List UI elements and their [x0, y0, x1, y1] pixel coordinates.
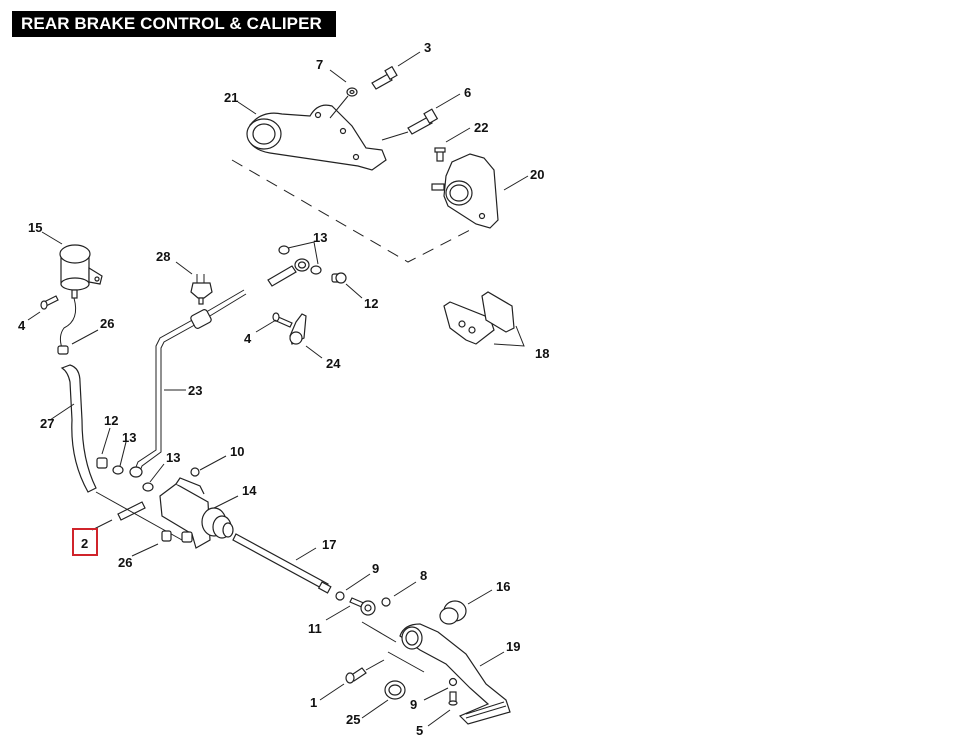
hose-clamp-26-upper[interactable]	[57, 345, 69, 355]
brake-pads-18[interactable]	[443, 291, 515, 345]
label-27[interactable]: 27	[40, 416, 54, 431]
label-16[interactable]: 16	[496, 579, 510, 594]
label-5[interactable]: 5	[416, 723, 423, 738]
label-14[interactable]: 14	[242, 483, 257, 498]
label-6[interactable]: 6	[464, 85, 471, 100]
label-18[interactable]: 18	[535, 346, 549, 361]
label-19[interactable]: 19	[506, 639, 520, 654]
caliper-bracket-21[interactable]	[246, 104, 387, 171]
label-15[interactable]: 15	[28, 220, 42, 235]
clevis-11[interactable]	[349, 597, 376, 616]
brake-light-switch-28[interactable]	[190, 274, 213, 305]
washer-7[interactable]	[346, 87, 358, 97]
hose-clamp-26-lower[interactable]	[161, 530, 172, 542]
seal-25[interactable]	[384, 680, 406, 700]
label-9-lower[interactable]: 9	[410, 697, 417, 712]
label-13-lower-b[interactable]: 13	[166, 450, 180, 465]
screw-3[interactable]	[371, 65, 398, 90]
reservoir-15[interactable]	[59, 244, 103, 299]
label-21[interactable]: 21	[224, 90, 238, 105]
label-4-reservoir[interactable]: 4	[18, 318, 26, 333]
hose-27[interactable]	[60, 364, 97, 493]
label-11[interactable]: 11	[308, 621, 322, 636]
label-13-lower-a[interactable]: 13	[122, 430, 136, 445]
label-4-clamp[interactable]: 4	[244, 331, 252, 346]
label-22[interactable]: 22	[474, 120, 488, 135]
diagram-title: REAR BRAKE CONTROL & CALIPER	[12, 11, 336, 37]
label-13-top[interactable]: 13	[313, 230, 327, 245]
label-10[interactable]: 10	[230, 444, 244, 459]
sealing-washer-13-lower-b[interactable]	[142, 482, 154, 492]
label-1[interactable]: 1	[310, 695, 317, 710]
nut-8[interactable]	[381, 597, 391, 607]
sealing-washer-13-top[interactable]	[278, 245, 322, 275]
label-2[interactable]: 2	[81, 536, 88, 551]
screw-4-reservoir[interactable]	[40, 295, 59, 310]
label-12-top[interactable]: 12	[364, 296, 378, 311]
brake-pedal-19[interactable]	[399, 623, 511, 725]
banjo-bolt-12-top[interactable]	[331, 272, 347, 284]
nut-9-upper[interactable]	[335, 591, 345, 601]
banjo-fitting	[267, 258, 310, 287]
highlight-box-part-2	[72, 528, 98, 556]
label-24[interactable]: 24	[326, 356, 341, 371]
label-26-lower[interactable]: 26	[118, 555, 132, 570]
caliper-20[interactable]	[431, 153, 499, 229]
master-cylinder-14[interactable]	[159, 477, 234, 549]
label-23[interactable]: 23	[188, 383, 202, 398]
screw-4-clamp[interactable]	[272, 312, 293, 328]
leader-lines	[27, 51, 529, 727]
nut-9-lower[interactable]	[448, 677, 458, 687]
label-12-lower[interactable]: 12	[104, 413, 118, 428]
label-25[interactable]: 25	[346, 712, 360, 727]
brake-line-23[interactable]	[129, 289, 247, 478]
nut-10[interactable]	[190, 467, 200, 477]
sealing-washer-13-lower-a[interactable]	[112, 465, 124, 475]
label-8[interactable]: 8	[420, 568, 427, 583]
bushing-16[interactable]	[439, 600, 467, 625]
label-3[interactable]: 3	[424, 40, 431, 55]
label-26-upper[interactable]: 26	[100, 316, 114, 331]
label-9-upper[interactable]: 9	[372, 561, 379, 576]
stud-2[interactable]	[117, 501, 146, 521]
screw-6[interactable]	[407, 108, 439, 135]
push-rod-17[interactable]	[232, 533, 332, 594]
label-28[interactable]: 28	[156, 249, 170, 264]
clamp-24[interactable]	[289, 313, 307, 345]
label-7[interactable]: 7	[316, 57, 323, 72]
label-20[interactable]: 20	[530, 167, 544, 182]
label-17[interactable]: 17	[322, 537, 336, 552]
bleeder-valve-22[interactable]	[434, 147, 446, 162]
assembly-dash-line	[231, 159, 471, 263]
banjo-bolt-12-lower[interactable]	[96, 457, 108, 469]
screw-5[interactable]	[448, 691, 458, 706]
bolt-1[interactable]	[345, 667, 367, 684]
